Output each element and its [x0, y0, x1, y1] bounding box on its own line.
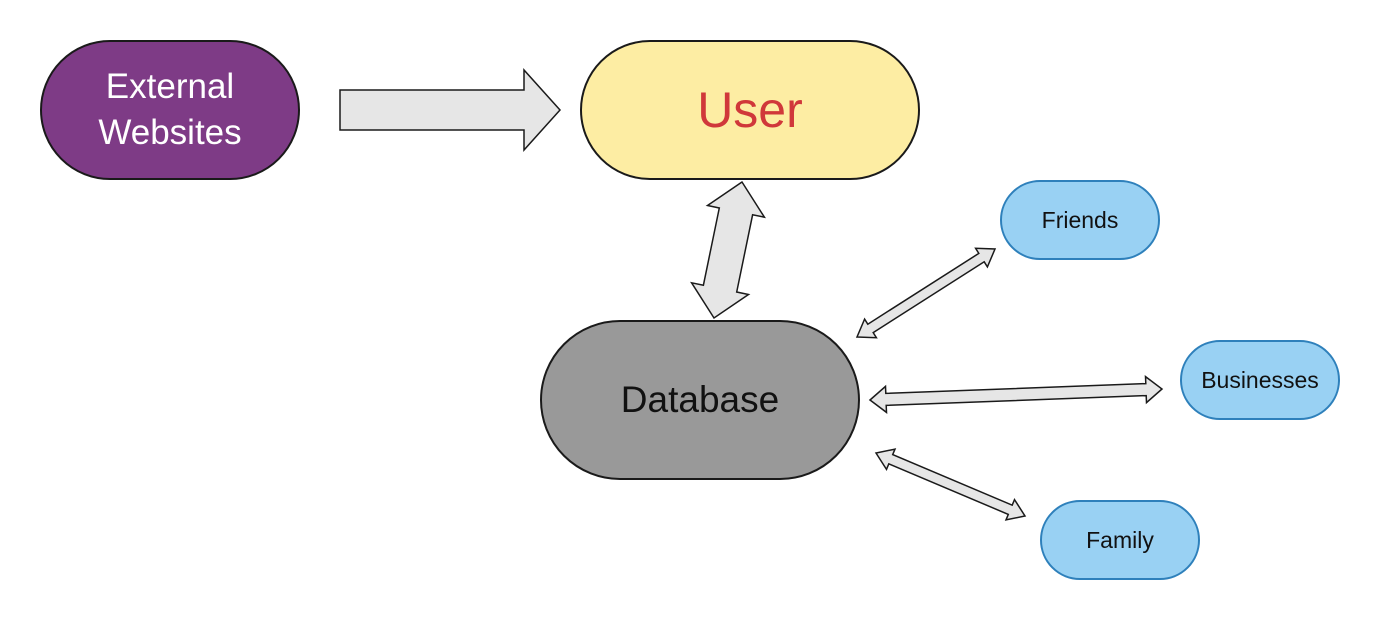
- node-database: Database: [540, 320, 860, 480]
- node-database-label: Database: [620, 379, 780, 420]
- node-businesses-label: Businesses: [1201, 366, 1319, 393]
- arrow-database-family: [874, 448, 1027, 521]
- node-external-websites-label: External Websites: [98, 67, 242, 152]
- node-family-label: Family: [1086, 526, 1154, 553]
- arrow-user-database: [690, 180, 766, 320]
- arrow-database-businesses: [868, 375, 1164, 414]
- node-friends-label: Friends: [1041, 206, 1119, 233]
- node-friends: Friends: [1000, 180, 1160, 260]
- node-external-websites: External Websites: [40, 40, 300, 180]
- arrow-database-friends: [855, 247, 997, 339]
- node-user-label: User: [697, 82, 803, 138]
- node-user: User: [580, 40, 920, 180]
- node-businesses: Businesses: [1180, 340, 1340, 420]
- node-family: Family: [1040, 500, 1200, 580]
- arrow-external-to-user: [339, 68, 562, 152]
